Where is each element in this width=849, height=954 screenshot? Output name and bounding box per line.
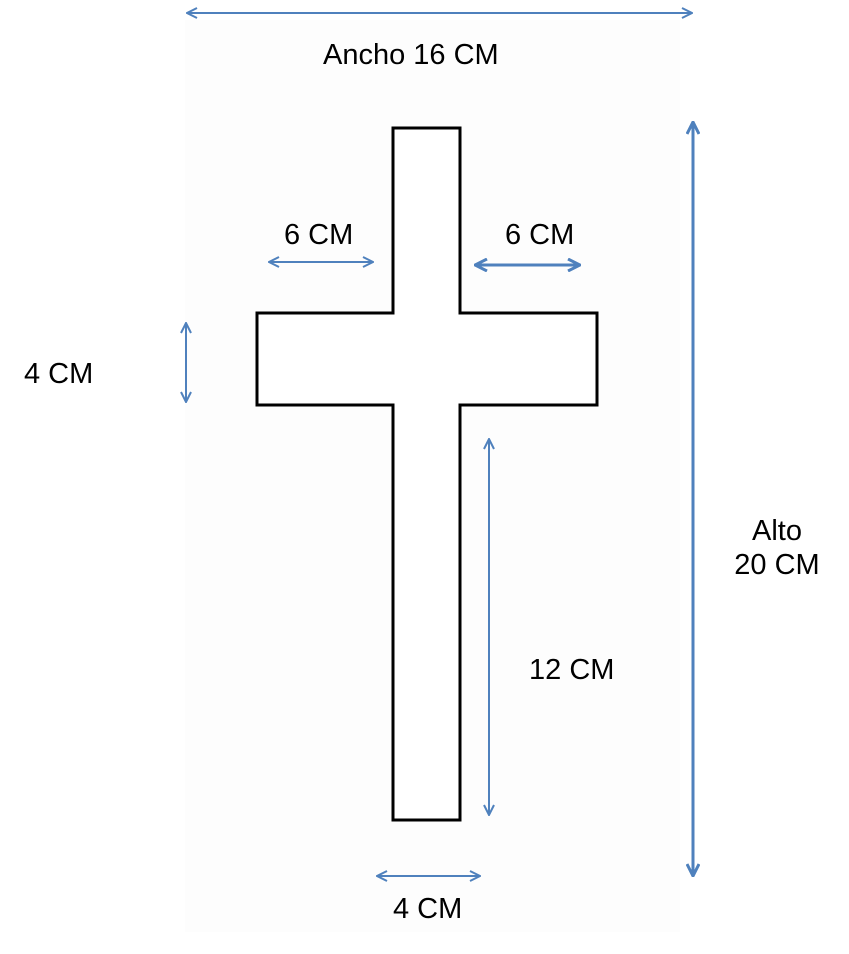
height-total-label-line1: Alto bbox=[752, 515, 802, 547]
arm-right-label: 6 CM bbox=[505, 219, 575, 251]
arm-left-label: 6 CM bbox=[284, 219, 354, 251]
arm-height-label: 4 CM bbox=[24, 358, 94, 390]
stem-width-label: 4 CM bbox=[393, 893, 463, 925]
width-total-label: Ancho 16 CM bbox=[323, 39, 499, 71]
cross-outline bbox=[255, 126, 599, 822]
height-total-label: Alto 20 CM bbox=[727, 514, 827, 582]
height-total-label-line2: 20 CM bbox=[734, 549, 820, 581]
lower-stem-label: 12 CM bbox=[529, 654, 615, 686]
